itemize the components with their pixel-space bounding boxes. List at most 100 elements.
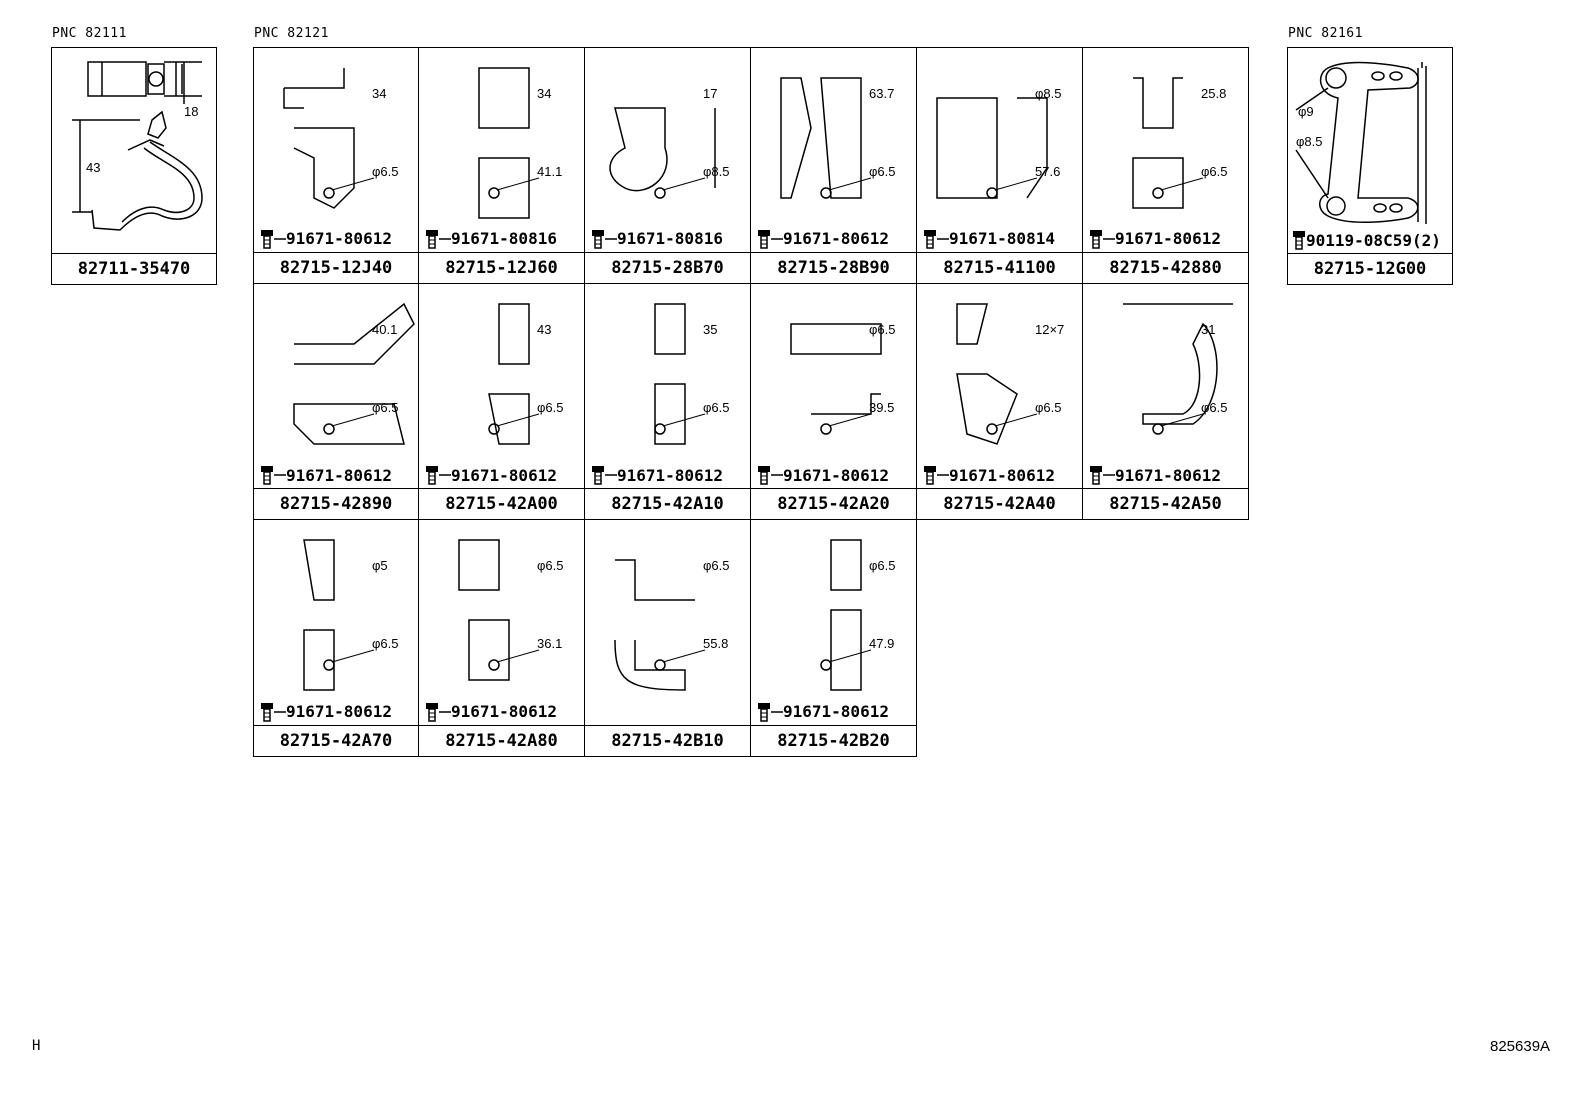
- bracket-drawing: φ6.555.8: [614, 558, 730, 691]
- mounting-hole: [488, 659, 500, 671]
- bolt-leader: [937, 237, 949, 240]
- bolt-part-number: 91671-80612: [451, 702, 557, 721]
- dimension-label: φ6.5: [869, 558, 896, 573]
- bracket-drawing: 12×7φ6.5: [956, 302, 1064, 445]
- part-panel-82111[interactable]: 18 43 82711-35470: [51, 47, 217, 285]
- dimension-label: φ6.5: [703, 400, 730, 415]
- dim-phi8-5: φ8.5: [1296, 134, 1323, 149]
- mounting-hole: [654, 422, 666, 435]
- bolt-icon: [426, 229, 438, 249]
- bolt-callout: 91671-80612: [1089, 465, 1221, 485]
- dimension-label: 35: [703, 322, 717, 337]
- dimension-label: φ6.5: [1035, 400, 1062, 415]
- leader-line: [331, 649, 375, 663]
- bolt-icon: [426, 702, 438, 722]
- dimension-label: 57.6: [1035, 164, 1060, 179]
- bolt-leader: [439, 474, 451, 476]
- dimension-label: 25.8: [1201, 86, 1226, 101]
- dimension-label: 47.9: [869, 636, 894, 651]
- bracket-outline: [936, 97, 1048, 199]
- mounting-hole: [323, 422, 335, 435]
- dimension-label: φ6.5: [372, 164, 399, 179]
- leader-line: [496, 413, 540, 426]
- mounting-hole: [1152, 422, 1164, 435]
- leader-line: [1160, 177, 1204, 191]
- leader-line: [662, 177, 706, 191]
- pnc-label-right: PNC 82161: [1288, 26, 1363, 41]
- dimension-label: φ6.5: [1201, 164, 1228, 179]
- bolt-icon: [261, 229, 273, 249]
- bolt-callout: 91671-80612: [923, 465, 1055, 485]
- dimension-label: 63.7: [869, 86, 894, 101]
- bolt-icon: [1090, 466, 1102, 485]
- leader-line: [662, 413, 706, 426]
- part-number: 82715-12J60: [419, 251, 584, 283]
- part-number: 82715-42880: [1083, 251, 1248, 283]
- bolt-part-number: 91671-80612: [451, 465, 557, 485]
- dimension-label: φ5: [372, 558, 388, 573]
- mounting-hole: [654, 659, 666, 671]
- mounting-hole: [323, 659, 335, 671]
- dimension-label: φ6.5: [537, 400, 564, 415]
- leader-line: [994, 413, 1038, 426]
- dimension-label: 43: [537, 322, 551, 337]
- part-cell-8[interactable]: 43 φ6.5 91671-80612 82715-42A00: [419, 283, 585, 520]
- bolt-callout: 91671-80816: [591, 229, 723, 249]
- bolt-callout: 91671-80612: [1089, 229, 1221, 249]
- leader-line: [994, 177, 1038, 191]
- bolt-icon: [758, 466, 770, 485]
- dimension-label: φ6.5: [869, 322, 896, 337]
- bolt-callout: 91671-80612: [425, 465, 557, 485]
- bolt-leader: [1103, 474, 1115, 476]
- part-number: 82715-42A10: [585, 488, 750, 519]
- bracket-outline: [303, 539, 335, 691]
- bolt-icon: [1090, 229, 1102, 249]
- dimension-label: φ6.5: [372, 400, 399, 415]
- mounting-hole: [820, 187, 832, 199]
- dimension-label: φ6.5: [703, 558, 730, 573]
- dimension-label: φ6.5: [537, 558, 564, 573]
- bolt-leader: [771, 474, 783, 476]
- bolt-leader: [1103, 237, 1115, 240]
- dimension-label: 41.1: [537, 164, 562, 179]
- pnc-label-left: PNC 82111: [52, 26, 127, 41]
- bolt-callout: 91671-80612: [757, 465, 889, 485]
- part-number: 82715-42A00: [419, 488, 584, 519]
- figure-code: 825639A: [1490, 1038, 1551, 1055]
- bolt-part-number: 91671-80612: [1115, 465, 1221, 485]
- pnc-label-middle: PNC 82121: [254, 26, 329, 41]
- bolt-leader: [274, 474, 286, 476]
- dim-18: 18: [184, 104, 198, 119]
- bolt-icon: [592, 229, 604, 249]
- mounting-hole: [488, 187, 500, 199]
- dimension-label: 39.5: [869, 400, 894, 415]
- bracket-outline: [956, 302, 1018, 445]
- bolt-callout: 91671-80816: [425, 229, 557, 249]
- bolt-callout: 91671-80814: [923, 229, 1055, 249]
- part-number: 82715-12G00: [1288, 253, 1452, 284]
- part-panel-82161[interactable]: φ9 φ8.5 90119-08C59(2) 82715-12G00: [1287, 47, 1453, 285]
- bolt-part-number: 91671-80814: [949, 229, 1055, 248]
- bolt-callout: 90119-08C59(2): [1292, 230, 1441, 250]
- dimension-label: φ6.5: [869, 164, 896, 179]
- bolt-part-number: 91671-80612: [783, 465, 889, 485]
- mounting-hole: [654, 187, 666, 199]
